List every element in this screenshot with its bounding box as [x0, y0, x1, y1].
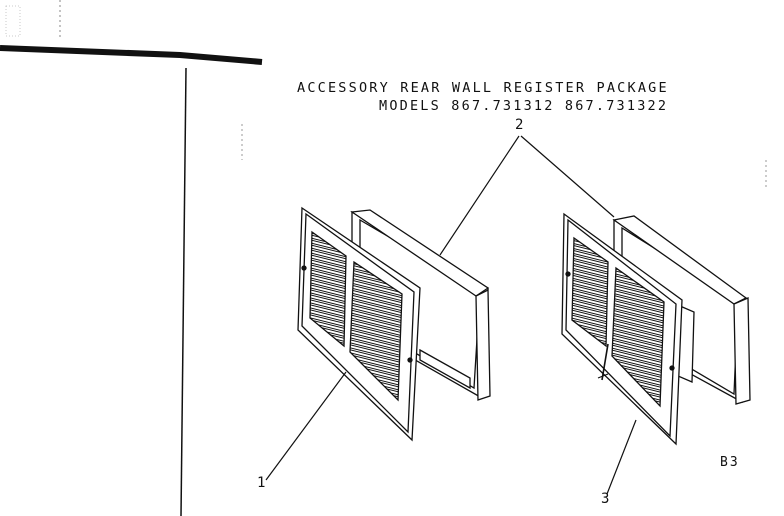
register-grille-left: [297, 206, 421, 442]
callout-2: 2: [515, 117, 524, 133]
register-grille-right: [561, 212, 683, 446]
model-numbers: MODELS 867.731312 867.731322: [379, 98, 669, 114]
leader-lines: [265, 135, 637, 495]
callout-1: 1: [257, 475, 266, 491]
page-border-marks: [0, 0, 767, 516]
diagram-title: ACCESSORY REAR WALL REGISTER PACKAGE: [297, 80, 669, 96]
page-code: B3: [720, 455, 740, 470]
callout-3: 3: [601, 491, 610, 507]
wall-box-left: [350, 209, 491, 401]
